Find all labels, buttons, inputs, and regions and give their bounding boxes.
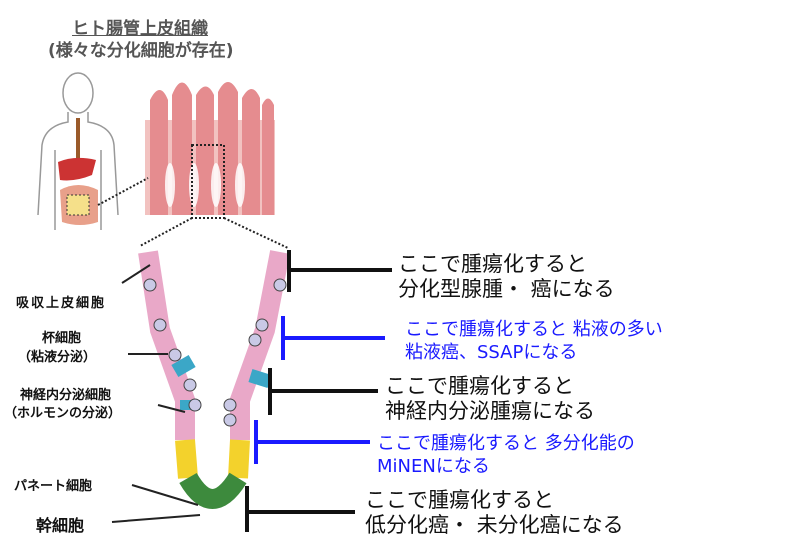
diagram-subtitle: (様々な分化細胞が存在) <box>48 41 234 61</box>
label-goblet-cell: 杯細胞 <box>42 331 82 346</box>
annotation-1: ここで腫瘍化すると 分化型腺腫・ 癌になる <box>398 252 615 302</box>
annotation-4-line1: ここで腫瘍化すると 多分化能の <box>377 433 635 454</box>
liver-icon <box>58 157 96 181</box>
annotation-1-line1: ここで腫瘍化すると <box>398 252 587 276</box>
villi-illustration <box>97 82 289 249</box>
annotation-3-line1: ここで腫瘍化すると <box>385 374 574 398</box>
annotation-2: ここで腫瘍化すると 粘液の多い 粘液癌、SSAPになる <box>405 318 663 364</box>
bracket-4 <box>254 420 370 464</box>
esophagus-icon <box>76 118 80 163</box>
human-body-icon <box>37 72 119 230</box>
label-neuroendocrine-sub: （ホルモンの分泌） <box>4 406 122 421</box>
annotation-2-line1: ここで腫瘍化すると 粘液の多い <box>405 319 663 340</box>
label-goblet-cell-sub: （粘液分泌） <box>18 350 97 365</box>
annotation-1-line2: 分化型腺腫・ 癌になる <box>398 277 615 301</box>
annotation-5-line2: 低分化癌・ 未分化癌になる <box>365 513 624 537</box>
diagram-title: ヒト腸管上皮組織 <box>72 19 208 39</box>
annotation-4: ここで腫瘍化すると 多分化能の MiNENになる <box>377 432 635 478</box>
bracket-1 <box>287 250 392 292</box>
annotation-2-line2: 粘液癌、SSAPになる <box>405 342 578 363</box>
bracket-2 <box>281 316 385 360</box>
annotation-4-line2: MiNENになる <box>377 456 490 477</box>
label-paneth-cell: パネート細胞 <box>14 479 93 494</box>
bracket-3 <box>268 368 378 415</box>
annotation-3-line2: 神経内分泌腫瘍になる <box>385 399 595 423</box>
label-neuroendocrine-cell: 神経内分泌細胞 <box>20 388 112 403</box>
label-absorptive-cell: 吸収上皮細胞 <box>16 296 107 311</box>
annotation-3: ここで腫瘍化すると 神経内分泌腫瘍になる <box>385 374 595 424</box>
crypt-illustration <box>138 250 290 509</box>
bracket-5 <box>245 486 355 532</box>
annotation-5-line1: ここで腫瘍化すると <box>365 488 554 512</box>
label-pointers <box>111 264 201 523</box>
annotation-5: ここで腫瘍化すると 低分化癌・ 未分化癌になる <box>365 488 624 538</box>
label-stem-cell: 幹細胞 <box>36 516 85 535</box>
